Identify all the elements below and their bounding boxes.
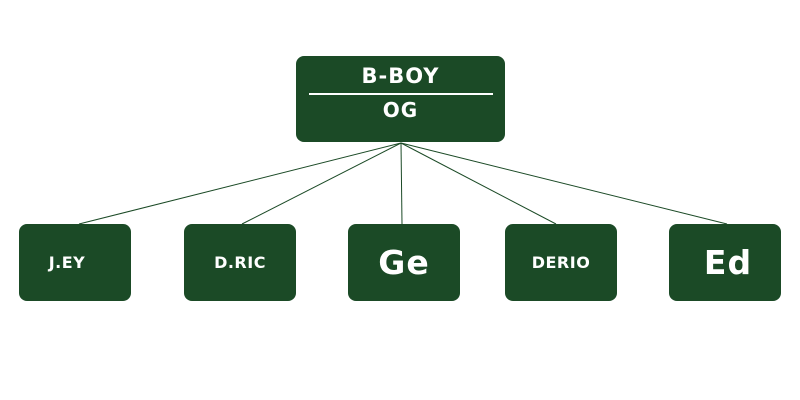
child-node-1[interactable]: J.EY [19, 224, 131, 301]
root-node-divider [308, 93, 493, 95]
connector-root-to-child-3 [400, 142, 403, 225]
connector-root-to-child-5 [400, 142, 728, 225]
root-node-subtitle: OG [382, 98, 419, 122]
child-node-1-label: J.EY [48, 253, 86, 272]
child-node-4-label: DERIO [531, 253, 591, 272]
connector-root-to-child-2 [241, 142, 402, 225]
child-node-3[interactable]: Ge [348, 224, 460, 301]
child-node-3-label: Ge [378, 243, 430, 282]
child-node-4[interactable]: DERIO [505, 224, 617, 301]
connector-root-to-child-4 [400, 142, 557, 225]
child-node-5[interactable]: Ed [669, 224, 781, 301]
connector-root-to-child-1 [78, 142, 402, 225]
child-node-2-label: D.RIC [214, 253, 266, 272]
child-node-2[interactable]: D.RIC [184, 224, 296, 301]
root-node[interactable]: B-BOY OG [296, 56, 505, 142]
root-node-title: B-BOY [361, 64, 440, 88]
child-node-5-label: Ed [703, 243, 753, 282]
